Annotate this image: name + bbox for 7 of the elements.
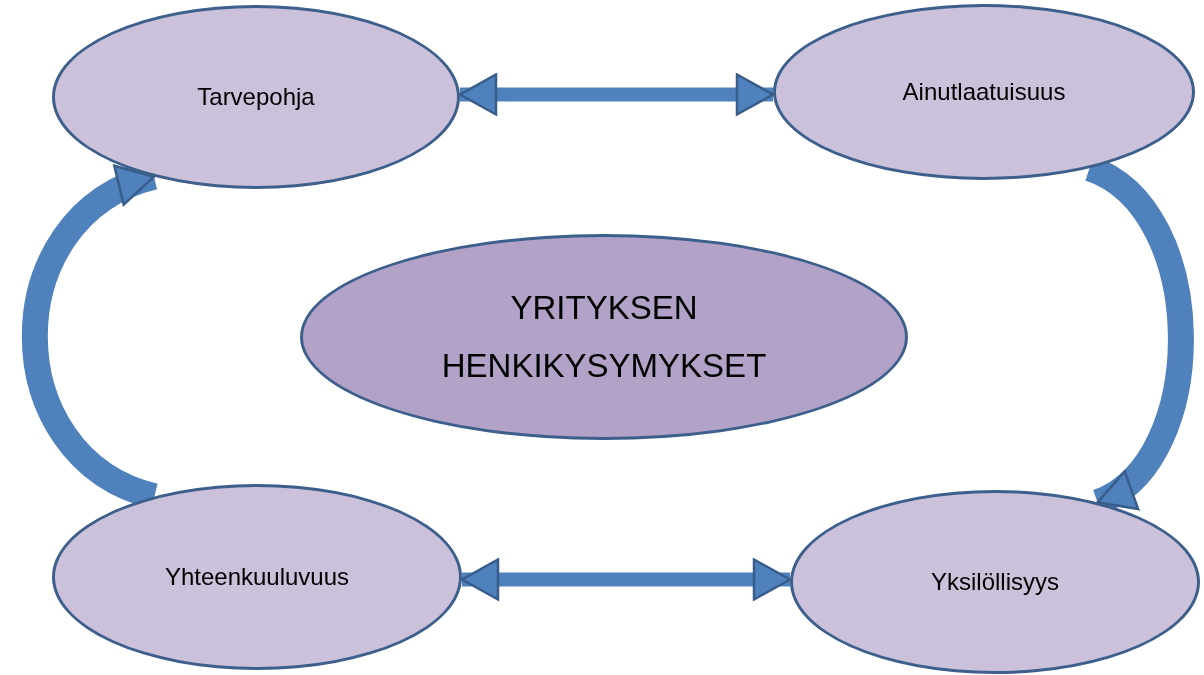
ellipse-label: Tarvepohja bbox=[197, 82, 315, 112]
double-headed-block-arrow bbox=[458, 73, 775, 116]
ellipse-label: Yksilöllisyys bbox=[931, 567, 1059, 597]
double-headed-block-arrow bbox=[460, 558, 792, 601]
ellipse-label: Ainutlaatuisuus bbox=[902, 77, 1066, 107]
ellipse-label: YRITYKSEN HENKIKYSYMYKSET bbox=[440, 288, 768, 386]
ellipse-label: Yhteenkuuluvuus bbox=[164, 562, 350, 592]
